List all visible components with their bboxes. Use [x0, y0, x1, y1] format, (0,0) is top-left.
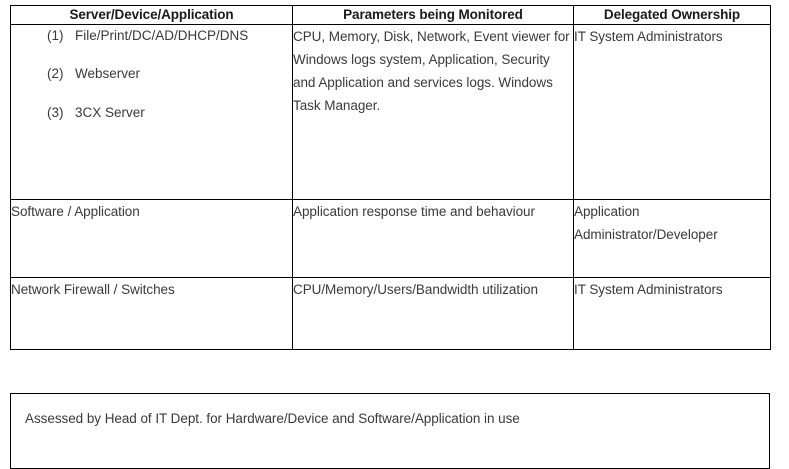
ownership-text: Application Administrator/Developer [574, 203, 718, 242]
assessment-note-text: Assessed by Head of IT Dept. for Hardwar… [25, 411, 520, 426]
cell-parameters-network: CPU/Memory/Users/Bandwidth utilization [292, 276, 574, 350]
list-item-label: File/Print/DC/AD/DHCP/DNS [75, 27, 249, 43]
list-marker: (3) [47, 104, 64, 120]
cell-asset-network: Network Firewall / Switches [10, 276, 293, 350]
cell-parameters-software: Application response time and behaviour [292, 198, 574, 278]
server-list: (1) File/Print/DC/AD/DHCP/DNS (2) Webser… [11, 27, 292, 122]
assessment-note-table: Assessed by Head of IT Dept. for Hardwar… [10, 393, 770, 469]
cell-parameters-servers: CPU, Memory, Disk, Network, Event viewer… [292, 23, 574, 200]
cell-asset-servers: (1) File/Print/DC/AD/DHCP/DNS (2) Webser… [10, 23, 293, 200]
document-page: Server/Device/Application Parameters bei… [10, 5, 771, 469]
asset-text: Software / Application [11, 203, 140, 219]
table-row: Assessed by Head of IT Dept. for Hardwar… [10, 393, 770, 469]
column-header-ownership-label: Delegated Ownership [603, 7, 741, 22]
list-marker: (2) [47, 66, 64, 82]
cell-asset-software: Software / Application [10, 198, 293, 278]
column-header-asset: Server/Device/Application [10, 5, 293, 25]
column-header-asset-label: Server/Device/Application [69, 7, 234, 22]
list-marker: (1) [47, 27, 64, 43]
cell-assessment-note: Assessed by Head of IT Dept. for Hardwar… [10, 393, 770, 469]
table-row: (1) File/Print/DC/AD/DHCP/DNS (2) Webser… [10, 23, 771, 200]
ownership-text: IT System Administrators [574, 281, 723, 297]
column-header-parameters-label: Parameters being Monitored [343, 7, 523, 22]
parameters-text: Application response time and behaviour [293, 203, 535, 219]
column-header-ownership: Delegated Ownership [573, 5, 771, 25]
cell-ownership-software: Application Administrator/Developer [573, 198, 771, 278]
table-header-row: Server/Device/Application Parameters bei… [10, 5, 771, 25]
parameters-text: CPU, Memory, Disk, Network, Event viewer… [293, 28, 570, 114]
parameters-text: CPU/Memory/Users/Bandwidth utilization [293, 281, 538, 297]
list-item-label: 3CX Server [75, 104, 145, 120]
monitoring-matrix-table: Server/Device/Application Parameters bei… [10, 5, 771, 350]
asset-text: Network Firewall / Switches [11, 281, 175, 297]
ownership-text: IT System Administrators [574, 28, 723, 44]
table-row: Network Firewall / Switches CPU/Memory/U… [10, 276, 771, 350]
cell-ownership-servers: IT System Administrators [573, 23, 771, 200]
table-row: Software / Application Application respo… [10, 198, 771, 278]
column-header-parameters: Parameters being Monitored [292, 5, 574, 25]
cell-ownership-network: IT System Administrators [573, 276, 771, 350]
list-item-label: Webserver [75, 66, 141, 82]
list-item: (2) Webserver [11, 65, 292, 83]
list-item: (3) 3CX Server [11, 104, 292, 122]
list-item: (1) File/Print/DC/AD/DHCP/DNS [11, 27, 292, 45]
